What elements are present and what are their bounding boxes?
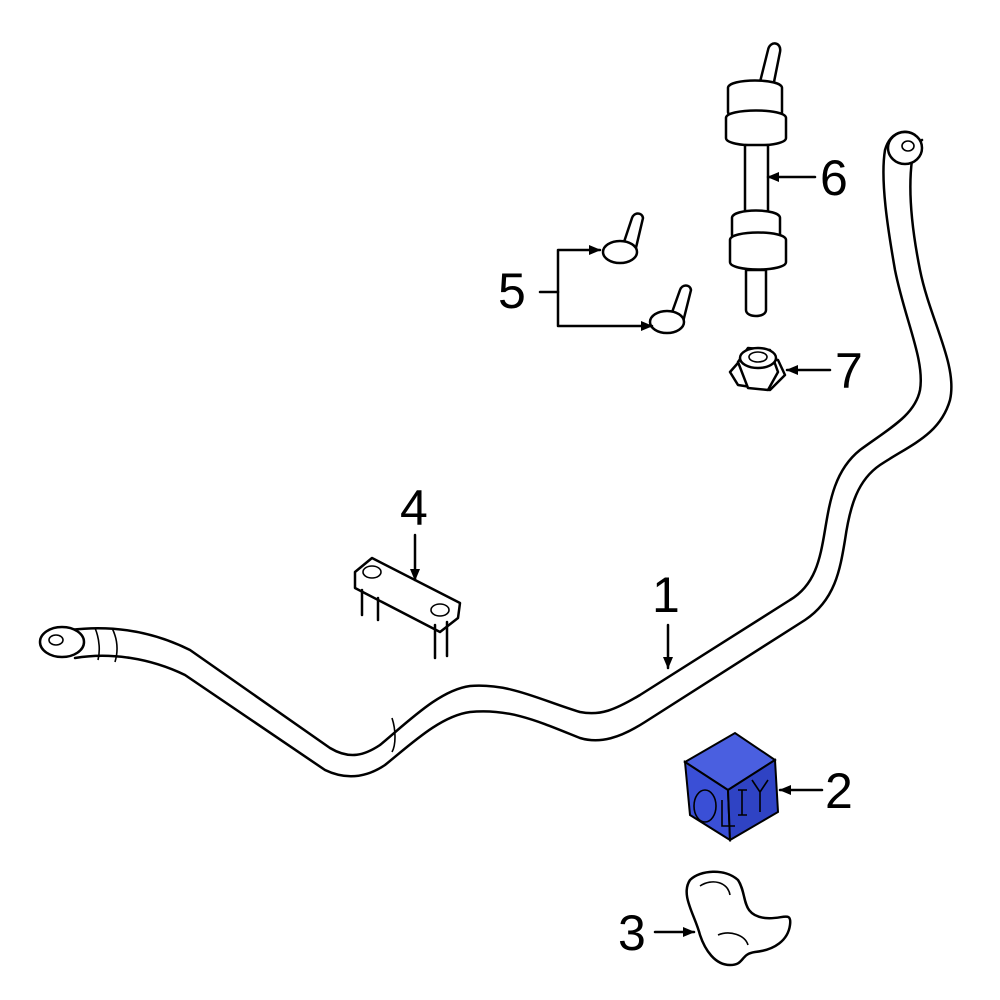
callout-5: 5 (498, 263, 526, 319)
bolt-lower (648, 284, 693, 335)
stabilizer-bar (38, 130, 953, 778)
flange-nut (728, 346, 787, 392)
callout-3: 3 (618, 905, 646, 961)
stabilizer-link (724, 42, 788, 318)
clamp-bracket (685, 870, 792, 967)
leader-lines (410, 172, 832, 937)
callout-labels: 1 2 3 4 5 6 7 (400, 150, 863, 961)
callout-1: 1 (652, 567, 680, 623)
leader-5-lower (556, 290, 654, 331)
callout-6: 6 (820, 150, 848, 206)
u-bolt-plate (353, 556, 462, 660)
leader-5-upper (538, 245, 602, 294)
bolt-upper (601, 212, 645, 265)
bushing-part[interactable] (683, 731, 780, 842)
callout-2: 2 (825, 763, 853, 819)
callout-4: 4 (400, 480, 428, 536)
callout-7: 7 (835, 343, 863, 399)
